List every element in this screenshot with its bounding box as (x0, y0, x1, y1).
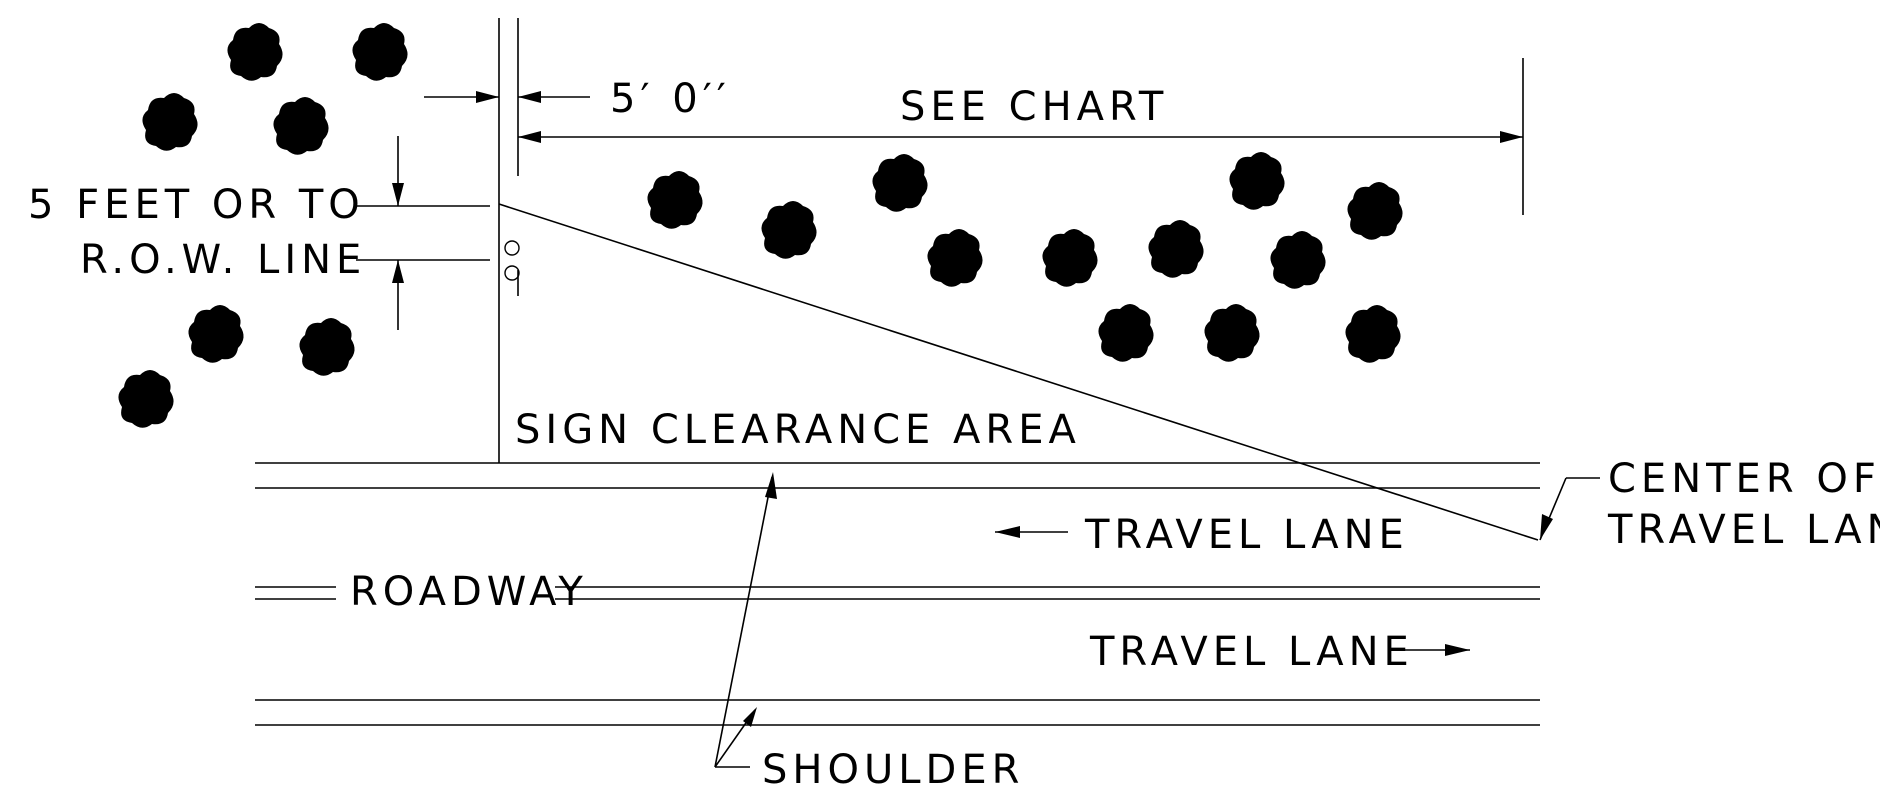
tree-icon (1098, 304, 1154, 362)
tree-icon (1270, 231, 1326, 289)
offset-reference-lines (498, 18, 519, 463)
travel-lane-bottom-label: TRAVEL LANE (1089, 629, 1414, 675)
tree-icon (647, 171, 703, 229)
five-feet-dimension (356, 136, 490, 330)
tree-icon (872, 154, 928, 212)
shoulder-leaders (714, 472, 777, 768)
tree-icon (1347, 182, 1403, 240)
roadway-lines (255, 462, 1540, 726)
tree-icon (927, 229, 983, 287)
sign-clearance-area-label: SIGN CLEARANCE AREA (515, 407, 1081, 453)
tree-icon (1042, 229, 1098, 287)
see-chart-label: SEE CHART (900, 84, 1168, 130)
tree-icon (188, 305, 244, 363)
roadway-label: ROADWAY (350, 569, 588, 615)
offset-dimension-label: 5′ 0′′ (610, 76, 731, 122)
see-chart-dimension (518, 58, 1524, 215)
center-lane-leader (1539, 477, 1600, 541)
travel-direction-arrows (995, 526, 1470, 656)
tree-icon (1204, 304, 1260, 362)
tree-icon (1148, 220, 1204, 278)
tree-icon (299, 318, 355, 376)
center-of-travel-lane-label-line2: TRAVEL LANE (1607, 507, 1880, 553)
clearance-slope-line (498, 203, 1539, 541)
tree-icon (761, 201, 817, 259)
tree-icon (352, 23, 408, 81)
tree-icon (142, 93, 198, 151)
center-of-travel-lane-label-line1: CENTER OF (1608, 456, 1880, 502)
five-feet-label-line1: 5 FEET OR TO (28, 182, 365, 228)
sign-post-icon (504, 240, 520, 281)
offset-dimension (424, 91, 590, 103)
shoulder-label: SHOULDER (762, 747, 1024, 793)
tree-icon (118, 370, 174, 428)
tree-icon (1229, 152, 1285, 210)
travel-lane-top-label: TRAVEL LANE (1084, 512, 1409, 558)
tree-icon (273, 97, 329, 155)
tree-icon (227, 23, 283, 81)
tree-icon (1345, 305, 1401, 363)
row-line-label: R.O.W. LINE (80, 237, 366, 283)
